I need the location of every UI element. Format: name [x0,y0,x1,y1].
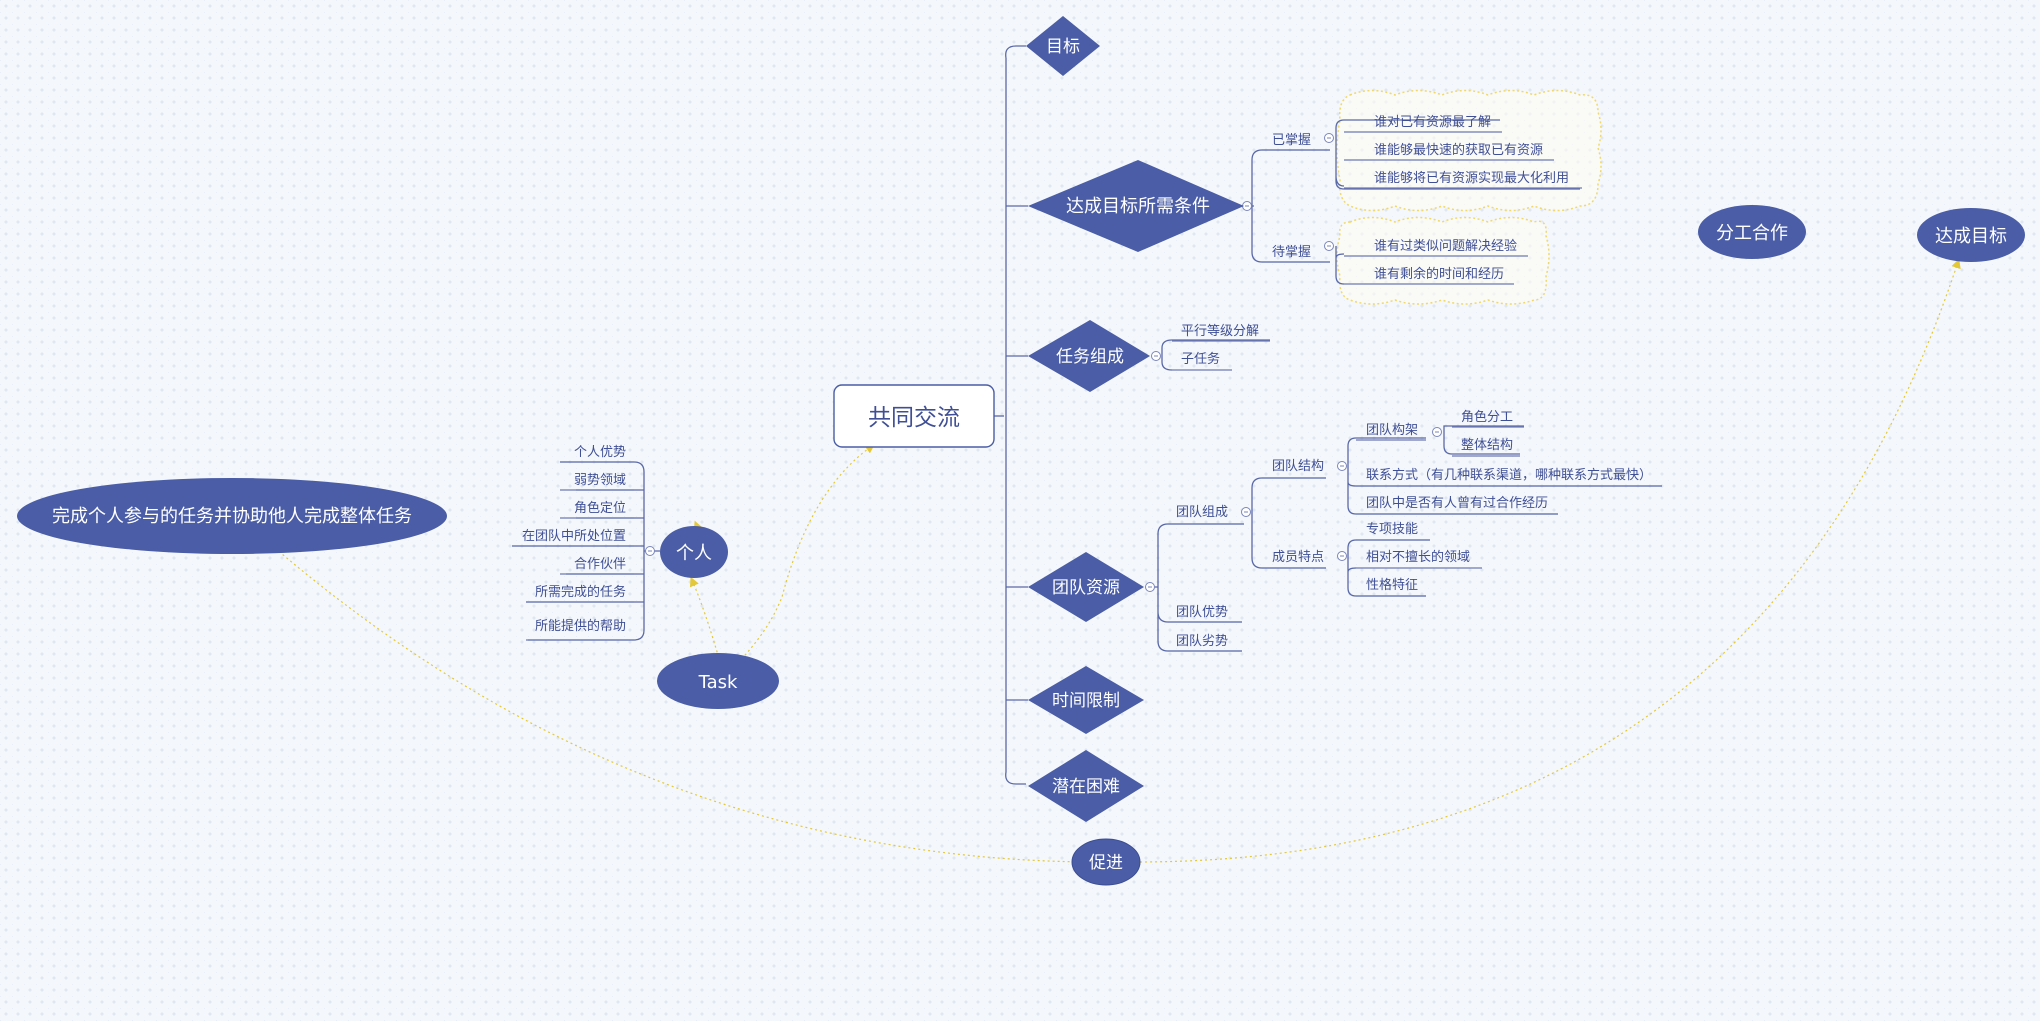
node-difficulty[interactable]: 潜在困难 [1028,750,1144,822]
label-mastered: 已掌握 [1272,133,1311,148]
label-individual-item: 在团队中所处位置 [522,529,626,544]
label-framework-item: 角色分工 [1461,409,1513,425]
connector-main-branches [1005,45,1028,785]
label-individual-item: 合作伙伴 [574,557,626,572]
label-team-framework: 团队构架 [1366,423,1418,438]
node-mission[interactable]: 完成个人参与的任务并协助他人完成整体任务 [17,478,447,554]
label-team-composition: 团队组成 [1176,505,1228,520]
connector-mastered-items [1335,119,1580,190]
connector-team [1154,523,1244,652]
node-promote[interactable]: 促进 [1071,838,1141,886]
connector-members [1347,539,1430,597]
node-goal-label: 目标 [1046,37,1080,57]
node-time-limit-label: 时间限制 [1052,691,1120,711]
label-individual-item: 所能提供的帮助 [535,618,626,634]
label-pending: 待掌握 [1272,245,1311,260]
minus-circle-icon[interactable] [1151,351,1161,361]
node-team[interactable]: 团队资源 [1028,552,1144,622]
node-conditions-label: 达成目标所需条件 [1066,196,1210,217]
label-individual-item: 所需完成的任务 [535,584,626,600]
boundary-pending [1336,216,1550,305]
label-team-structure: 团队结构 [1272,459,1324,474]
label-members-item: 性格特征 [1366,577,1418,593]
label-mastered-item: 谁对已有资源最了解 [1374,115,1491,130]
label-team-advantage: 团队优势 [1176,604,1228,620]
label-team-weakness: 团队劣势 [1176,633,1228,649]
relation-line-task-individual [689,576,721,663]
node-individual-label: 个人 [676,543,712,564]
node-mission-label: 完成个人参与的任务并协助他人完成整体任务 [52,506,412,527]
minus-circle-icon[interactable] [1145,582,1155,592]
node-task[interactable]: Task [657,653,779,709]
connector-individual [512,461,660,641]
connector-conditions [1251,149,1330,263]
connector-structure [1347,437,1662,515]
connector-framework [1443,425,1524,455]
minus-circle-icon[interactable] [1432,427,1442,437]
node-team-label: 团队资源 [1052,578,1120,598]
minus-circle-icon[interactable] [1337,461,1347,471]
central-topic[interactable]: 共同交流 [833,384,995,448]
label-individual-item: 弱势领域 [574,472,626,488]
node-time-limit[interactable]: 时间限制 [1028,666,1144,734]
label-team-experience: 团队中是否有人曾有过合作经历 [1366,496,1548,511]
node-goal[interactable]: 目标 [1026,16,1100,76]
minus-circle-icon[interactable] [1241,507,1251,517]
connector-pending-items [1335,246,1345,285]
connector-tasks [1161,339,1270,371]
central-topic-label: 共同交流 [868,405,960,431]
label-members-item: 相对不擅长的领域 [1366,549,1470,565]
node-conditions[interactable]: 达成目标所需条件 [1028,160,1244,252]
node-tasks-label: 任务组成 [1056,347,1124,367]
label-pending-item: 谁有过类似问题解决经验 [1374,238,1517,254]
node-difficulty-label: 潜在困难 [1052,777,1120,797]
label-framework-item: 整体结构 [1461,438,1513,453]
node-division-label: 分工合作 [1716,223,1788,244]
minus-circle-icon[interactable] [645,546,655,556]
label-mastered-item: 谁能够将已有资源实现最大化利用 [1374,171,1569,186]
node-achieve[interactable]: 达成目标 [1917,208,2025,262]
label-members-item: 专项技能 [1366,522,1418,537]
minus-circle-icon[interactable] [1337,551,1347,561]
node-achieve-label: 达成目标 [1935,226,2007,247]
node-promote-label: 促进 [1089,853,1123,873]
label-team-contact: 联系方式（有几种联系渠道，哪种联系方式最快） [1366,467,1652,483]
minus-circle-icon[interactable] [1324,241,1334,251]
minus-circle-icon[interactable] [1324,133,1334,143]
label-tasks-item: 子任务 [1181,351,1220,367]
label-pending-item: 谁有剩余的时间和经历 [1374,266,1504,282]
label-team-members: 成员特点 [1272,550,1324,565]
node-task-label: Task [698,672,738,693]
node-tasks[interactable]: 任务组成 [1028,320,1150,392]
node-division[interactable]: 分工合作 [1698,205,1806,259]
label-individual-item: 角色定位 [574,500,626,516]
connector-composition [1251,477,1326,569]
relation-line-mission-promote [274,547,1095,863]
label-tasks-item: 平行等级分解 [1181,323,1259,339]
relation-line-task-central [719,443,875,681]
label-individual-item: 个人优势 [574,444,626,460]
node-individual[interactable]: 个人 [660,526,728,578]
relation-line-promote-achieve [1139,258,1961,863]
label-mastered-item: 谁能够最快速的获取已有资源 [1374,142,1543,158]
